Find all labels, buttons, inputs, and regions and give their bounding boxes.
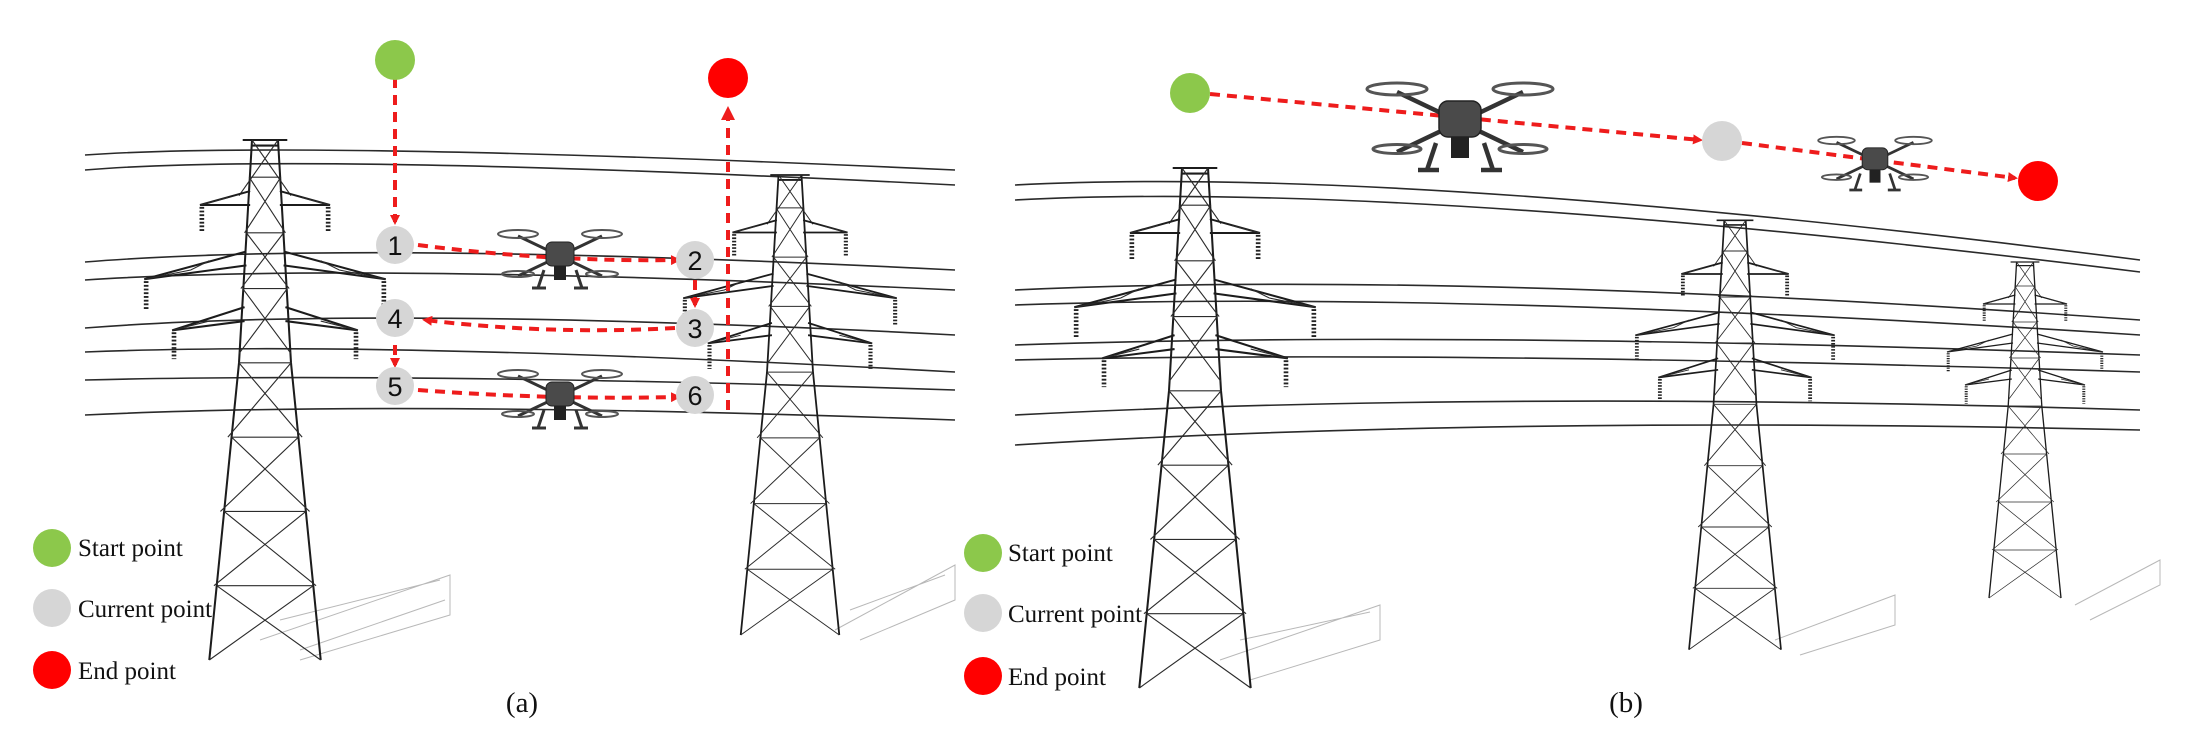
drone-icon [496, 228, 624, 290]
power-lines [84, 149, 956, 421]
waypoint-2: 2 [676, 241, 714, 279]
start-point-marker [375, 40, 415, 80]
panel-a: 1 2 3 4 5 6 Start point Current point [33, 40, 956, 719]
legend-start-swatch [33, 529, 71, 567]
legend-b: Start point Current point End point [964, 534, 1142, 695]
legend-current-label: Current point [78, 596, 212, 623]
end-point-marker [708, 58, 748, 98]
waypoint-1: 1 [376, 226, 414, 264]
waypoint-label: 6 [687, 381, 702, 411]
panel-a-label: (a) [506, 687, 538, 719]
inspection-path-b [1209, 92, 2018, 183]
waypoint-6: 6 [676, 376, 714, 414]
power-lines [1014, 180, 2141, 446]
waypoint-label: 2 [687, 246, 702, 276]
legend-current-swatch [33, 589, 71, 627]
waypoint-5: 5 [376, 367, 414, 405]
legend-current-swatch [964, 594, 1002, 632]
legend-end-swatch [964, 657, 1002, 695]
panel-b: Start point Current point End point (b) [964, 73, 2161, 719]
tower-shadow [2074, 559, 2161, 621]
tower-shadow [1219, 604, 1381, 681]
current-point-marker [1702, 121, 1742, 161]
tower-shadow [259, 574, 451, 661]
waypoint-label: 5 [387, 372, 402, 402]
tower-shadow [1774, 594, 1896, 656]
waypoint-label: 3 [687, 314, 702, 344]
inspection-path-a [390, 78, 735, 410]
legend-start-label: Start point [1008, 540, 1113, 567]
legend-start-label: Start point [78, 535, 183, 562]
legend-end-label: End point [78, 658, 176, 685]
waypoint-3: 3 [676, 309, 714, 347]
end-point-marker [2018, 161, 2058, 201]
waypoint-4: 4 [376, 299, 414, 337]
waypoint-label: 4 [387, 304, 402, 334]
transmission-tower-icon [1635, 220, 1834, 649]
legend-start-swatch [964, 534, 1002, 572]
drone-icon [496, 368, 624, 430]
legend-current-label: Current point [1008, 601, 1142, 628]
legend-end-swatch [33, 651, 71, 689]
start-point-marker [1170, 73, 1210, 113]
tower-shadow [834, 564, 956, 641]
waypoint-label: 1 [387, 231, 402, 261]
transmission-tower-icon [683, 175, 897, 635]
drone-icon [1367, 83, 1553, 170]
legend-end-label: End point [1008, 664, 1106, 691]
legend-a: Start point Current point End point [33, 529, 212, 689]
transmission-tower-icon [144, 140, 385, 660]
panel-b-label: (b) [1609, 687, 1643, 719]
